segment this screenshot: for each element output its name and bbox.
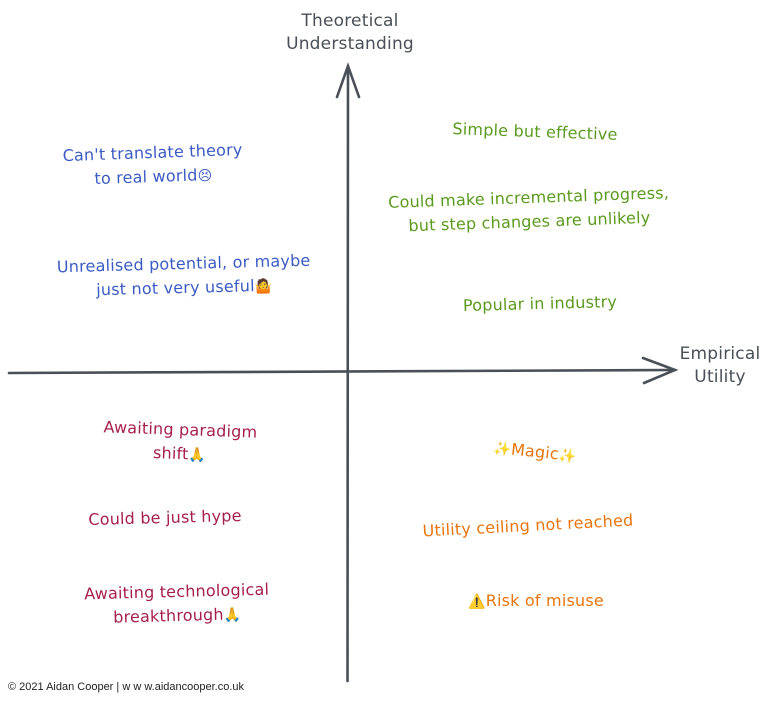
label-line: Magic bbox=[510, 439, 560, 464]
label-cant-translate-theory: Can't translate theory to real world😣 bbox=[27, 137, 279, 194]
y-axis-line bbox=[346, 64, 350, 683]
y-axis-arrowhead bbox=[335, 62, 361, 99]
label-line: shift bbox=[152, 443, 189, 464]
praying-hands-icon: 🙏 bbox=[188, 446, 207, 464]
y-axis-label: Theoretical Understanding bbox=[270, 10, 430, 56]
persevering-face-icon: 😣 bbox=[197, 167, 213, 184]
label-line: Risk of misuse bbox=[485, 591, 604, 610]
y-axis-label-line1: Theoretical bbox=[301, 11, 399, 31]
label-awaiting-paradigm-shift: Awaiting paradigm shift🙏 bbox=[79, 415, 281, 470]
x-axis-arrowhead bbox=[641, 356, 679, 385]
label-unrealised-potential: Unrealised potential, or maybe just not … bbox=[25, 248, 342, 305]
copyright-footer: © 2021 Aidan Cooper | w w w.aidancooper.… bbox=[8, 681, 245, 693]
shrug-icon: 🤷 bbox=[254, 278, 273, 295]
warning-icon: ⚠️ bbox=[468, 593, 486, 610]
label-line: breakthrough bbox=[112, 604, 224, 627]
x-axis-label: Empirical Utility bbox=[672, 343, 768, 389]
sparkles-icon: ✨ bbox=[558, 447, 578, 465]
x-axis-line bbox=[7, 368, 677, 375]
x-axis-label-line2: Utility bbox=[694, 367, 746, 387]
label-awaiting-technological-breakthrough: Awaiting technological breakthrough🙏 bbox=[61, 577, 292, 632]
label-risk-of-misuse: ⚠️Risk of misuse bbox=[446, 589, 626, 614]
praying-hands-icon: 🙏 bbox=[223, 606, 242, 624]
label-line: just not very useful bbox=[95, 276, 255, 300]
y-axis-label-line2: Understanding bbox=[286, 34, 414, 54]
label-line: to real world bbox=[94, 165, 198, 189]
x-axis-label-line1: Empirical bbox=[679, 344, 761, 364]
